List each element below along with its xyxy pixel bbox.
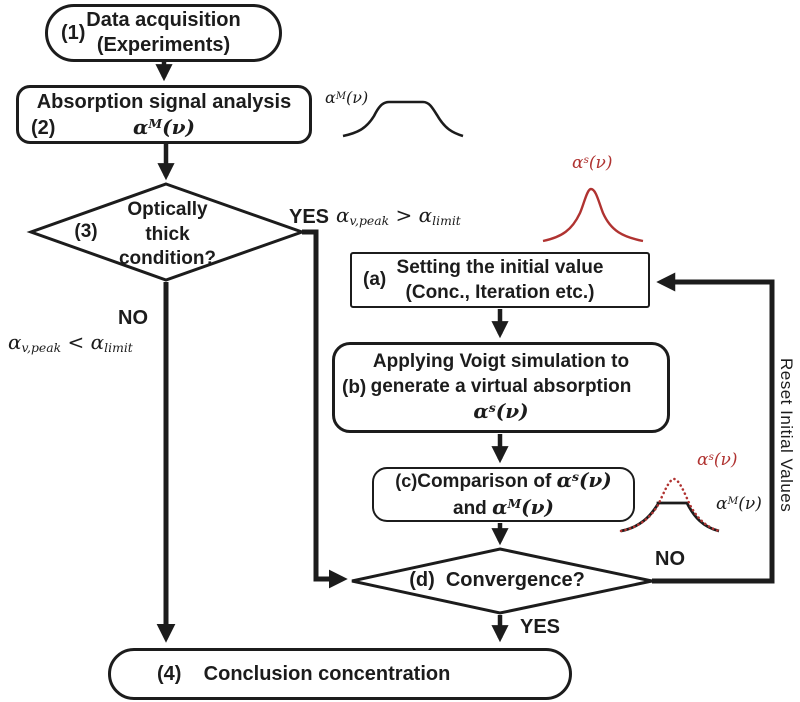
- alpha-s-sketch-label: αs(ν): [572, 153, 613, 173]
- alpha-m-math: αM(ν): [133, 115, 195, 139]
- node-label: Applying Voigt simulation to: [372, 351, 630, 372]
- no-label-right: NO: [655, 548, 685, 570]
- condition-peak-gt-limit: αv,peak > αlimit: [336, 203, 461, 228]
- alpha-m-math: αM(ν): [492, 494, 554, 519]
- decision-convergence-label: (d) Convergence?: [409, 569, 585, 591]
- measured-signal-curve: [342, 100, 464, 138]
- edge-yes-to-convergence: [302, 229, 348, 589]
- condition-peak-lt-limit: αv,peak < αlimit: [8, 330, 133, 355]
- node-label: (c)Comparison of αs(ν): [395, 467, 612, 492]
- node-conclusion: (4) Conclusion concentration: [108, 648, 572, 700]
- no-label-left: NO: [118, 307, 148, 329]
- node-label: Conclusion concentration: [203, 662, 451, 685]
- decision-convergence-shape: [351, 547, 653, 615]
- node-label: Absorption signal analysis: [36, 91, 292, 113]
- node-label: (Conc., Iteration etc.): [405, 282, 595, 303]
- node-label: Data acquisition: [86, 9, 241, 31]
- yes-label-bottom: YES: [520, 616, 561, 638]
- comparison-measured-curve: [620, 501, 720, 533]
- alpha-m-sketch-label: αM(ν): [325, 88, 369, 107]
- node-data-acquisition: (1) Data acquisition (Experiments): [45, 4, 282, 62]
- node-tag: (a): [363, 269, 387, 290]
- alpha-s-math: αs(ν): [556, 467, 612, 492]
- node-tag: (3): [74, 221, 98, 242]
- node-voigt-simulation: (b) Applying Voigt simulation to generat…: [332, 342, 670, 433]
- edge-reset-feedback: [652, 272, 775, 584]
- node-label: (Experiments): [96, 34, 231, 56]
- decision-line: condition?: [118, 248, 217, 269]
- node-tag: (c): [395, 470, 418, 491]
- node-tag: (d): [409, 569, 435, 591]
- node-label: and αM(ν): [453, 494, 554, 519]
- alpha-m-comparison-label: αM(ν): [716, 494, 762, 514]
- yes-label-top: YES: [289, 206, 330, 228]
- node-label: Setting the initial value: [396, 257, 604, 278]
- decision-optically-thick-label: Optically thick condition?: [100, 198, 235, 272]
- node-initial-value: (a) Setting the initial value (Conc., It…: [350, 252, 650, 308]
- node-comparison: (c)Comparison of αs(ν) and αM(ν): [372, 467, 635, 522]
- node-tag: (4): [157, 662, 182, 685]
- node-label: generate a virtual absorption: [370, 376, 632, 397]
- alpha-s-comparison-label: αs(ν): [697, 450, 738, 470]
- alpha-s-math: αs(ν): [473, 399, 529, 423]
- simulated-signal-curve: [542, 187, 644, 243]
- node-tag: (1): [61, 21, 86, 44]
- node-tag: (b): [342, 376, 367, 398]
- comparison-simulated-curve: [619, 477, 721, 533]
- decision-optically-thick-shape: [26, 182, 307, 282]
- node-tag: (2): [31, 117, 56, 139]
- decision-line: thick: [145, 223, 190, 245]
- node-absorption-analysis: Absorption signal analysis (2) αM(ν): [16, 85, 312, 144]
- decision-line: Optically: [127, 199, 208, 220]
- reset-initial-values-label: Reset Initial Values: [777, 358, 796, 513]
